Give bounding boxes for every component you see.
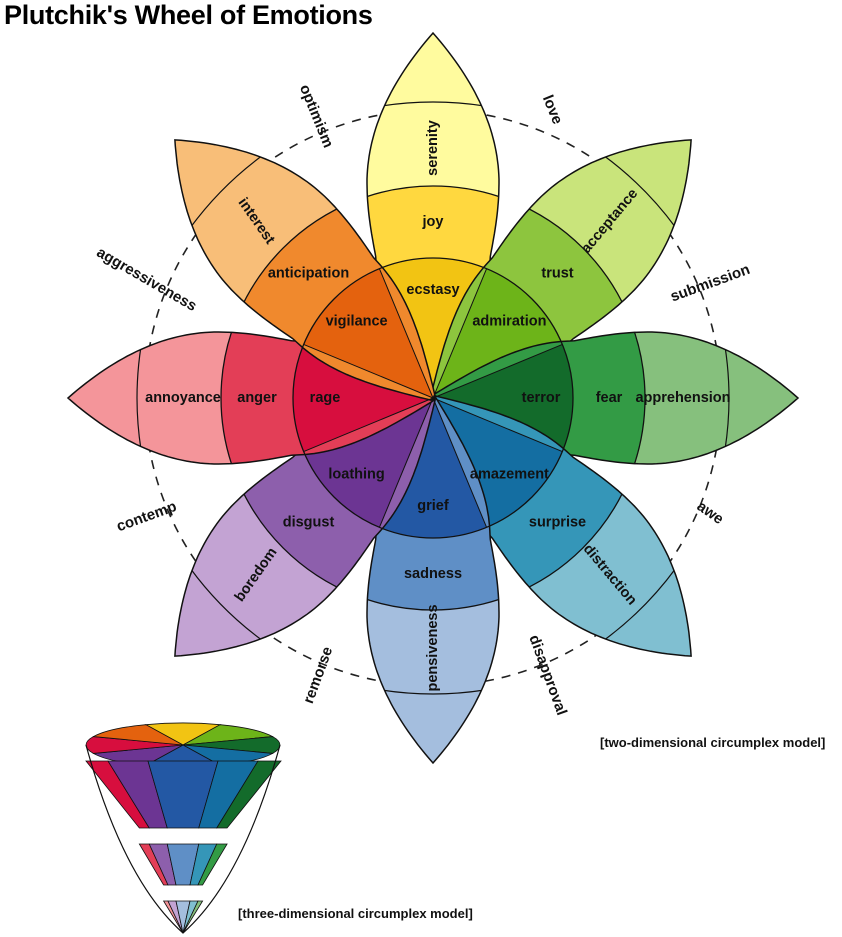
cone-3d-model [85, 722, 282, 934]
label-ecstasy: ecstasy [406, 282, 459, 298]
cone-face-fear-1 [197, 843, 228, 886]
label-disgust: disgust [283, 515, 335, 531]
cone-face-fear-2 [182, 900, 204, 934]
band-rage [292, 344, 433, 452]
label-annoyance: annoyance [145, 390, 221, 406]
label-serenity: serenity [425, 120, 441, 176]
label-pensiveness: pensiveness [425, 604, 441, 691]
cone-top-joy [144, 722, 222, 746]
label-fear: fear [596, 390, 623, 406]
petal-layer [66, 31, 800, 765]
label-apprehension: apprehension [635, 390, 730, 406]
label-vigilance: vigilance [326, 314, 388, 330]
dyad-optimism: optimism [296, 82, 337, 150]
cone-top-anticipation [92, 724, 184, 746]
caption-two-dimensional: [two-dimensional circumplex model] [600, 735, 825, 750]
dyad-disapproval: disapproval [525, 633, 570, 718]
band-vigilance [303, 268, 433, 398]
band-terror [433, 344, 573, 452]
label-surprise: surprise [529, 515, 586, 531]
label-anger: anger [237, 390, 277, 406]
page-title: Plutchik's Wheel of Emotions [4, 0, 373, 30]
band-admiration [433, 268, 563, 398]
dyad-contemp: contemp [114, 498, 179, 535]
cone-top-trust [182, 724, 274, 746]
band-ecstasy [379, 258, 487, 398]
label-sadness: sadness [404, 566, 462, 582]
dyad-submission: submission [668, 261, 752, 305]
label-loathing: loathing [328, 466, 384, 482]
label-joy: joy [422, 214, 444, 230]
dyad-awe: awe [694, 498, 727, 528]
band-grief [379, 398, 487, 539]
dyad-love: love [539, 93, 566, 127]
band-amazement [433, 398, 563, 528]
band-loathing [303, 398, 433, 528]
label-grief: grief [417, 498, 449, 514]
label-terror: terror [522, 390, 561, 406]
cone-face-fear-0 [216, 760, 282, 829]
label-anticipation: anticipation [268, 266, 349, 282]
dyad-remorse: remorse [300, 644, 336, 705]
caption-three-dimensional: [three-dimensional circumplex model] [238, 906, 473, 921]
label-rage: rage [310, 390, 341, 406]
label-amazement: amazement [470, 466, 549, 482]
label-admiration: admiration [472, 314, 546, 330]
label-trust: trust [541, 266, 573, 282]
